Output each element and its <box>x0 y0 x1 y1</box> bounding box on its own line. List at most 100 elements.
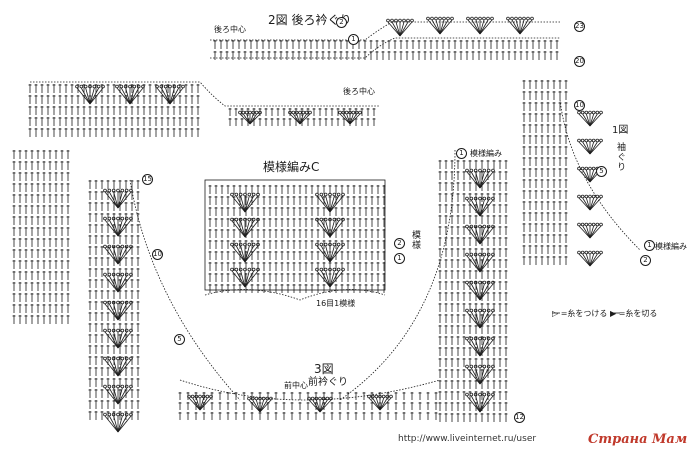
fan-stitch <box>479 171 485 189</box>
fan-stitch <box>249 113 261 125</box>
fan-loop <box>577 166 581 171</box>
fan-loop <box>341 267 345 272</box>
fan-loop <box>163 84 168 89</box>
fan-stitch <box>129 87 144 105</box>
fan-loop <box>176 84 181 89</box>
fan-stitch <box>244 220 250 238</box>
fan-loop <box>378 394 382 399</box>
fan-stitch <box>252 399 261 413</box>
fan-stitch <box>479 311 490 329</box>
fan-stitch <box>479 283 494 301</box>
fan-stitch <box>325 195 331 213</box>
fan-loop <box>319 217 324 222</box>
fan-loop <box>482 364 487 369</box>
fan-loop <box>247 242 252 247</box>
fan-loop <box>446 16 450 21</box>
fan-stitch <box>427 19 441 35</box>
fan-loop <box>580 194 585 199</box>
pattern-c-frame <box>204 179 386 291</box>
fan-stitch <box>108 303 119 321</box>
chain-edge <box>179 379 441 401</box>
fan-stitch <box>470 199 481 217</box>
fan-loop <box>96 84 101 89</box>
fan-stitch <box>329 195 340 213</box>
fig2-center-mid: 後ろ中心 <box>343 87 375 96</box>
row-number-fig1-1: 1 <box>644 240 655 251</box>
fan-loop <box>328 267 332 272</box>
fan-stitch <box>379 397 388 411</box>
fan-stitch <box>325 220 331 238</box>
fan-loop <box>336 217 341 222</box>
fan-stitch <box>169 87 184 105</box>
fan-loop <box>238 217 243 222</box>
fan-loop <box>469 280 474 285</box>
fan-loop <box>599 138 603 143</box>
fan-loop <box>128 84 132 89</box>
fan-loop <box>111 272 116 277</box>
fan-stitch <box>329 220 344 238</box>
fan-stitch <box>379 397 392 411</box>
fan-stitch <box>160 87 171 105</box>
fan-loop <box>251 217 256 222</box>
fan-loop <box>465 364 469 369</box>
fan-loop <box>469 336 474 341</box>
fan-stitch <box>117 359 128 377</box>
fan-stitch <box>108 247 119 265</box>
fan-loop <box>120 356 125 361</box>
fan-loop <box>308 110 312 115</box>
fan-stitch <box>479 255 494 273</box>
fan-loop <box>486 308 491 313</box>
fan-loop <box>190 394 195 399</box>
row-number-pattern-1: 1 <box>394 253 405 264</box>
fan-loop <box>116 272 120 277</box>
fan-stitch <box>470 227 481 245</box>
fan-stitch <box>231 270 246 288</box>
fan-stitch <box>375 397 381 411</box>
fan-loop <box>251 242 256 247</box>
fan-loop <box>473 364 478 369</box>
fan-loop <box>595 250 600 255</box>
fan-loop <box>111 328 116 333</box>
fan-loop <box>230 192 234 197</box>
fan-stitch <box>589 253 598 267</box>
fan-loop <box>254 110 259 115</box>
fan-loop <box>256 192 260 197</box>
fan-loop <box>238 267 243 272</box>
fan-stitch <box>329 220 340 238</box>
fan-stitch <box>479 227 490 245</box>
row-number-right-1: 1 <box>456 148 467 159</box>
fan-stitch <box>466 227 481 245</box>
fan-stitch <box>466 171 481 189</box>
fan-stitch <box>589 141 602 155</box>
fan-loop <box>478 364 482 369</box>
fan-loop <box>198 394 202 399</box>
fan-stitch <box>519 19 529 35</box>
fan-stitch <box>113 247 119 265</box>
fan-loop <box>238 192 243 197</box>
fan-loop <box>124 412 129 417</box>
fan-loop <box>588 138 592 143</box>
fan-stitch <box>475 339 481 357</box>
fan-loop <box>599 250 603 255</box>
fan-stitch <box>117 303 123 321</box>
fan-loop <box>301 110 306 115</box>
fan-loop <box>577 110 581 115</box>
fan-stitch <box>117 219 123 237</box>
fan-stitch <box>117 275 132 293</box>
chain-edge <box>30 81 380 107</box>
fan-loop <box>482 336 487 341</box>
fan-loop <box>341 242 345 247</box>
fan-loop <box>107 216 112 221</box>
fan-loop <box>323 267 328 272</box>
fan-stitch <box>349 113 354 125</box>
fan-loop <box>315 242 319 247</box>
fan-loop <box>354 110 359 115</box>
fan-loop <box>124 384 129 389</box>
fan-loop <box>124 188 129 193</box>
fan-stitch <box>585 113 591 127</box>
fan-loop <box>491 336 495 341</box>
fan-stitch <box>89 87 100 105</box>
fan-loop <box>584 166 589 171</box>
fan-stitch <box>435 19 441 35</box>
fan-loop <box>466 16 470 21</box>
